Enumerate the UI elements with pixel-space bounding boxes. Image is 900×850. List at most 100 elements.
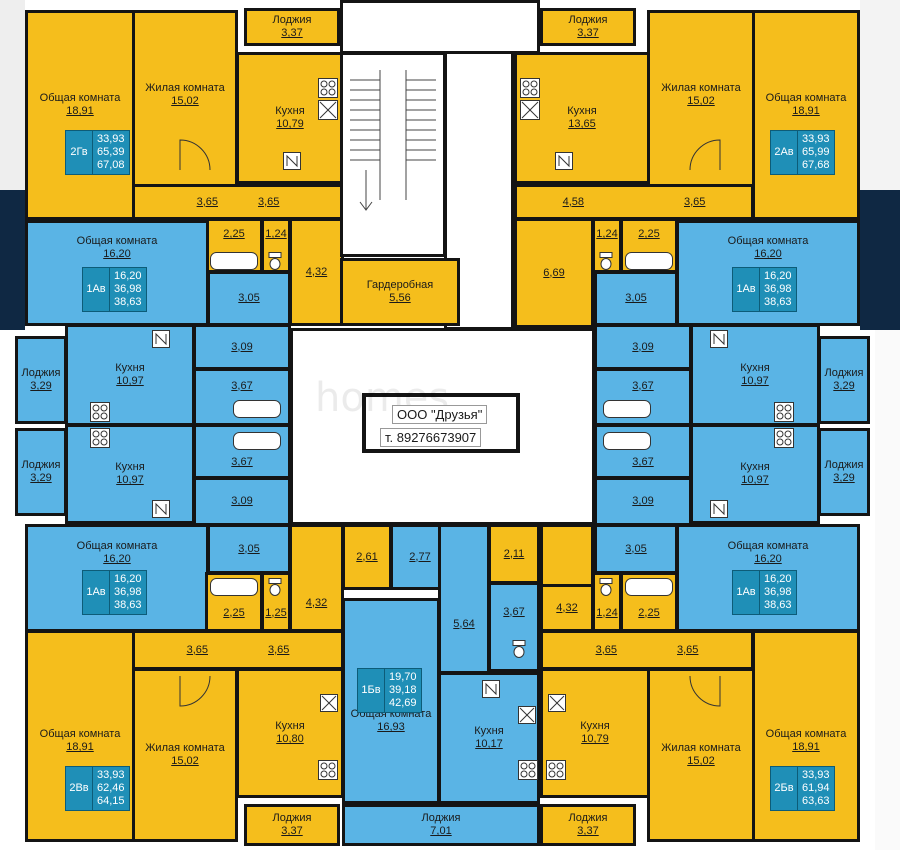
room-c3-bc: 2,11 bbox=[488, 524, 540, 584]
bathtub-icon bbox=[625, 578, 673, 596]
background-strip bbox=[0, 0, 25, 190]
sink-icon bbox=[520, 100, 540, 120]
toilet-icon bbox=[512, 640, 526, 658]
vent-shaft-icon bbox=[518, 706, 536, 724]
room-closet-tr: 6,69 bbox=[514, 218, 594, 328]
toilet-icon bbox=[599, 252, 613, 270]
badge-code: 2Вв bbox=[66, 767, 93, 810]
stove-icon bbox=[318, 78, 338, 98]
badge-code: 2Ав bbox=[771, 131, 798, 174]
sink-icon bbox=[318, 100, 338, 120]
badge-code: 1Ав bbox=[83, 571, 110, 614]
bathtub-icon bbox=[210, 252, 258, 270]
stove-icon bbox=[318, 760, 338, 780]
background-strip bbox=[860, 190, 900, 330]
badge-code: 1Бв bbox=[358, 669, 385, 712]
room-bath-bc: 3,67 bbox=[488, 582, 540, 672]
badge-code: 1Ав bbox=[733, 268, 760, 311]
stove-icon bbox=[90, 428, 110, 448]
bathtub-icon bbox=[603, 400, 651, 418]
stove-icon bbox=[546, 760, 566, 780]
room-closet-ll: 4,32 bbox=[289, 524, 344, 632]
badge-code: 1Ав bbox=[733, 571, 760, 614]
room-hall-bc: 5,64 bbox=[438, 524, 490, 674]
room-hall-lu: 3,05 bbox=[207, 271, 291, 326]
stove-icon bbox=[518, 760, 538, 780]
bathtub-icon bbox=[210, 578, 258, 596]
vent-shaft-icon bbox=[548, 694, 566, 712]
background-strip bbox=[0, 190, 25, 330]
vent-shaft-icon bbox=[555, 152, 573, 170]
door-arc-icon bbox=[179, 139, 211, 171]
vent-shaft-icon bbox=[320, 694, 338, 712]
stove-icon bbox=[90, 402, 110, 422]
badge-code: 1Ав bbox=[83, 268, 110, 311]
background-strip bbox=[860, 0, 900, 190]
vent-shaft-icon bbox=[710, 330, 728, 348]
door-arc-icon bbox=[689, 139, 721, 171]
room-hall-rl: 3,05 bbox=[594, 524, 678, 574]
room-closet-br: 4,32 bbox=[540, 584, 594, 632]
bathtub-icon bbox=[625, 252, 673, 270]
room-hall-ll: 3,05 bbox=[207, 524, 291, 574]
room-hall-lm2: 3,09 bbox=[193, 477, 291, 526]
stove-icon bbox=[520, 78, 540, 98]
toilet-icon bbox=[268, 578, 282, 596]
background-strip bbox=[875, 330, 900, 850]
stair-steps-icon bbox=[350, 70, 436, 211]
vent-shaft-icon bbox=[152, 330, 170, 348]
room-c1-bc: 2,61 bbox=[342, 524, 392, 590]
vent-shaft-icon bbox=[283, 152, 301, 170]
toilet-icon bbox=[599, 578, 613, 596]
vent-shaft-icon bbox=[152, 500, 170, 518]
core-top-hall bbox=[340, 0, 540, 54]
room-closet-tl: 4,32 bbox=[289, 218, 344, 326]
badge-code: 2Бв bbox=[771, 767, 798, 810]
room-hall-lm1: 3,09 bbox=[193, 324, 291, 370]
bathtub-icon bbox=[233, 400, 281, 418]
watermark-company: ООО "Друзья" bbox=[392, 405, 488, 424]
stove-icon bbox=[774, 428, 794, 448]
stove-icon bbox=[774, 402, 794, 422]
bathtub-icon bbox=[603, 432, 651, 450]
vent-shaft-icon bbox=[482, 680, 500, 698]
central-corridor bbox=[290, 328, 595, 525]
door-arc-icon bbox=[689, 675, 721, 707]
room-hall-ru: 3,05 bbox=[594, 271, 678, 326]
vent-shaft-icon bbox=[710, 500, 728, 518]
room-hall-rm1: 3,09 bbox=[594, 324, 692, 370]
toilet-icon bbox=[268, 252, 282, 270]
badge-code: 2Гв bbox=[66, 131, 93, 174]
bathtub-icon bbox=[233, 432, 281, 450]
